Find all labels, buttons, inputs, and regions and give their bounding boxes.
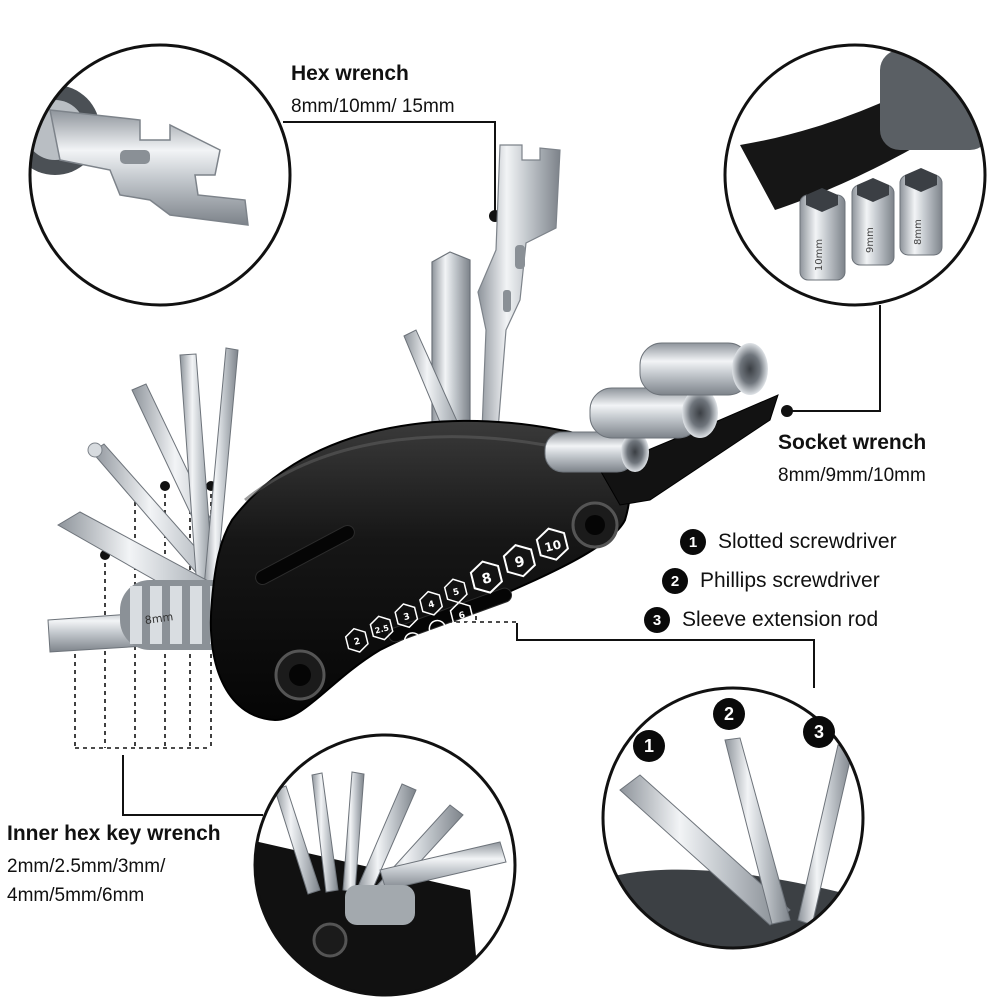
inset-sockets: 10mm 9mm 8mm	[723, 43, 987, 307]
legend-item-extension: 3 Sleeve extension rod	[644, 607, 878, 633]
sockets-on-tool	[544, 342, 768, 473]
inner-hex-spec-line1: 2mm/2.5mm/3mm/	[7, 856, 166, 877]
mark-3: 3	[403, 612, 411, 623]
mark-9: 9	[513, 554, 526, 572]
legend-badge-1: 1	[680, 529, 706, 555]
mark-2-5: 2.5	[374, 623, 390, 635]
socket-stamp-10mm: 10mm	[814, 239, 825, 271]
sign-marks: + − 6	[403, 601, 474, 650]
inset-hex-keys	[253, 733, 517, 997]
hex-key-stamp: 8mm	[144, 610, 174, 627]
legend-badge-3: 3	[644, 607, 670, 633]
main-tool: 8mm 2 2.5 3 4 5	[47, 144, 779, 722]
inset-badge-2: 2	[713, 698, 745, 730]
inset-hex-wrench	[28, 43, 292, 307]
mark-plus: +	[406, 634, 419, 650]
large-hex-marks: 8 9 10	[469, 527, 570, 594]
inner-hex-spec-line2: 4mm/5mm/6mm	[7, 885, 145, 906]
socket-wrench-title: Socket wrench	[778, 431, 927, 454]
socket-wrench-spec: 8mm/9mm/10mm	[778, 465, 926, 486]
leader-lines	[122, 121, 881, 816]
hex-wrench-spec: 8mm/10mm/ 15mm	[291, 96, 455, 117]
legend-item-slotted: 1 Slotted screwdriver	[680, 529, 897, 555]
legend-label-extension: Sleeve extension rod	[682, 608, 879, 631]
mark-6: 6	[458, 611, 466, 622]
mark-10: 10	[543, 537, 563, 555]
mark-8: 8	[480, 570, 493, 588]
inner-hex-title: Inner hex key wrench	[7, 822, 221, 845]
mark-4: 4	[427, 600, 435, 611]
mark-minus: −	[431, 621, 444, 637]
legend-badge-2: 2	[662, 568, 688, 594]
inset-badge-1: 1	[633, 730, 665, 762]
hex-wrench-blade	[477, 144, 561, 431]
mark-2: 2	[353, 637, 361, 648]
legend-label-phillips: Phillips screwdriver	[700, 569, 880, 592]
hex-wrench-title: Hex wrench	[291, 62, 409, 85]
inset-badge-3: 3	[803, 716, 835, 748]
socket-stamp-9mm: 9mm	[865, 227, 876, 253]
body-size-markings: 2 2.5 3 4 5 + − 6 8	[344, 527, 570, 653]
body-screws	[274, 501, 619, 701]
small-hex-marks: 2 2.5 3 4 5	[344, 578, 468, 653]
legend-label-slotted: Slotted screwdriver	[718, 530, 897, 553]
socket-holder-arm	[599, 394, 779, 506]
legend-item-phillips: 2 Phillips screwdriver	[662, 568, 880, 594]
socket-stamp-8mm: 8mm	[913, 219, 924, 245]
mark-5: 5	[452, 587, 460, 598]
